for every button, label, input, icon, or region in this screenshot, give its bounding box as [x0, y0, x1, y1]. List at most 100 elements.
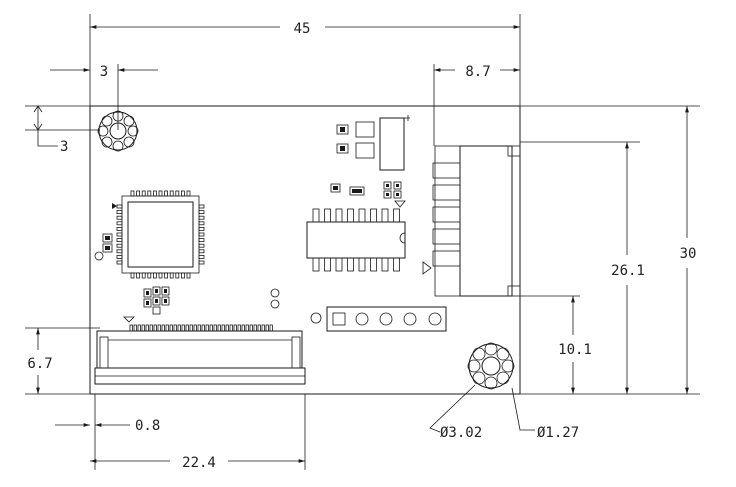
qfp-pin [116, 210, 123, 215]
dimension-label-0-8: 0.8 [135, 418, 160, 434]
fpc-pin [129, 324, 133, 332]
dimension-label-26-1: 26.1 [611, 263, 645, 279]
qfp-pin [198, 243, 205, 248]
soic-pin [358, 257, 366, 272]
qfp-pin [164, 190, 169, 197]
soic-pin [393, 208, 400, 223]
soic-pin [347, 257, 354, 272]
soic-pin [312, 208, 320, 223]
via-pair [270, 288, 280, 309]
qfp-pin [116, 215, 123, 220]
qfp-pin [116, 238, 123, 243]
fpc-pin [245, 324, 249, 332]
soic-pin [347, 208, 354, 223]
qfp-pin [186, 190, 191, 197]
soic-pin [358, 208, 366, 223]
qfp-pin [169, 190, 174, 197]
dimension-label-pad-diameter: Ø1.27 [537, 425, 579, 441]
dimension-label-3-y: 3 [60, 139, 68, 155]
fpc-pin [149, 324, 153, 332]
qfp-pin [116, 249, 123, 254]
qfp-pin [130, 190, 135, 197]
dimension-hole-offset-x: 3 [50, 64, 158, 80]
dimension-label-3-x: 3 [100, 64, 108, 80]
soic-pin [381, 208, 389, 223]
qfp-pin [116, 226, 123, 231]
dimension-ribbon-height: 6.7 [25, 328, 90, 395]
qfp-pin [136, 272, 141, 279]
fpc-pin [225, 324, 229, 332]
qfp-pin [152, 272, 157, 279]
soic-chip [306, 181, 406, 272]
fpc-pin [261, 324, 265, 332]
dimension-label-hole-diameter: Ø3.02 [440, 425, 482, 441]
fpc-pin [217, 324, 221, 332]
mounting-hole-bottom-right [467, 342, 515, 390]
fpc-pin [157, 324, 161, 332]
soic-pin [324, 208, 331, 223]
qfp-pin [164, 272, 169, 279]
dimension-label-30: 30 [680, 246, 697, 262]
soic-pin [370, 257, 377, 272]
dimension-ribbon-width: 22.4 [90, 455, 305, 471]
fpc-pin [189, 324, 193, 332]
fpc-pin [233, 324, 237, 332]
qfp-pin [198, 238, 205, 243]
smd-pair-top [336, 115, 410, 171]
qfp-pin [136, 190, 141, 197]
soic-pin [393, 257, 400, 272]
qfp-pin [116, 243, 123, 248]
ribbon-connector [94, 316, 306, 385]
fpc-pin [269, 324, 273, 332]
qfp-pin [198, 226, 205, 231]
qfp-pin [147, 272, 152, 279]
dimension-overall-width: 45 [90, 21, 520, 37]
qfp-pin [116, 221, 123, 226]
dimension-label-45: 45 [294, 21, 311, 37]
qfp-pin [116, 232, 123, 237]
qfp-pin [175, 272, 180, 279]
fpc-pin [221, 324, 225, 332]
fpc-pin [181, 324, 185, 332]
fpc-pin [173, 324, 177, 332]
qfp-pin [180, 272, 185, 279]
dimension-label-8-7: 8.7 [465, 64, 490, 80]
qfp-pin [198, 254, 205, 259]
fpc-pin [197, 324, 201, 332]
qfp-pin [147, 190, 152, 197]
dimension-hole-to-connector: 10.1 [558, 296, 592, 394]
qfp-pin [198, 215, 205, 220]
qfp-pin [158, 272, 163, 279]
soic-pin [324, 257, 331, 272]
smd-cluster-bottom [143, 286, 170, 315]
qfp-pin [169, 272, 174, 279]
soic-pin [312, 257, 320, 272]
qfp-pin [141, 190, 146, 197]
fpc-pin [253, 324, 257, 332]
fpc-pin [133, 324, 137, 332]
fpc-pin [169, 324, 173, 332]
dimension-ribbon-offset: 0.8 [55, 418, 160, 434]
qfp-pin [186, 272, 191, 279]
side-connector [422, 145, 521, 297]
qfp-pin [116, 254, 123, 259]
qfp-pin [180, 190, 185, 197]
dimension-overall-height: 30 [680, 106, 697, 394]
fpc-pin [213, 324, 217, 332]
qfp-pin [198, 232, 205, 237]
fpc-pin [185, 324, 189, 332]
fpc-pin [209, 324, 213, 332]
soic-pin [335, 208, 343, 223]
mounting-hole-top-left [97, 110, 139, 152]
fpc-pin [145, 324, 149, 332]
qfp-pin [116, 204, 123, 209]
fpc-pin [137, 324, 141, 332]
fpc-pin [161, 324, 165, 332]
soic-pin [335, 257, 343, 272]
qfp-pin [175, 190, 180, 197]
qfp-pin [130, 272, 135, 279]
pin-header [310, 306, 447, 332]
dimension-pad-diameter: Ø1.27 [511, 387, 579, 441]
fpc-pin [141, 324, 145, 332]
